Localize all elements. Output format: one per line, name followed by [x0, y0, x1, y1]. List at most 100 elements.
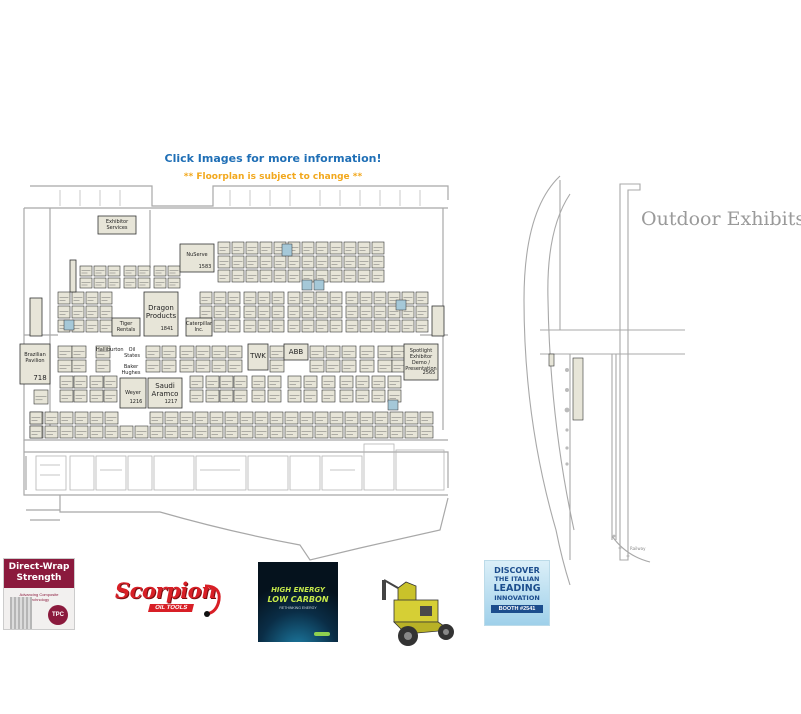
booth[interactable]: [271, 291, 285, 305]
booth[interactable]: [359, 319, 373, 333]
booth[interactable]: [73, 375, 88, 389]
booth[interactable]: [195, 345, 211, 359]
booth[interactable]: [371, 255, 385, 269]
booth[interactable]: [373, 291, 387, 305]
booth[interactable]: [267, 375, 282, 389]
booth-abb[interactable]: [283, 343, 309, 361]
booth[interactable]: [103, 389, 118, 403]
booth[interactable]: [44, 425, 59, 439]
booth[interactable]: [284, 425, 299, 439]
booth[interactable]: [404, 411, 419, 425]
booth[interactable]: [357, 255, 371, 269]
exhibit-booths[interactable]: [29, 241, 434, 439]
booth[interactable]: [245, 255, 259, 269]
booth[interactable]: [74, 411, 89, 425]
booth[interactable]: [329, 305, 343, 319]
booth[interactable]: [251, 375, 266, 389]
booth[interactable]: [29, 425, 43, 439]
booth[interactable]: [243, 291, 257, 305]
booth[interactable]: [359, 411, 374, 425]
booth[interactable]: [273, 255, 287, 269]
italian-innovation-ad[interactable]: DISCOVER THE ITALIAN LEADING INNOVATION …: [484, 560, 550, 626]
booth[interactable]: [217, 241, 231, 255]
booth[interactable]: [243, 319, 257, 333]
booth[interactable]: [29, 411, 43, 425]
booth[interactable]: [85, 319, 99, 333]
booth[interactable]: [59, 411, 74, 425]
booth[interactable]: [321, 389, 336, 403]
booth[interactable]: [389, 411, 404, 425]
booth[interactable]: [415, 305, 429, 319]
booth-left-column[interactable]: [29, 297, 43, 337]
booth[interactable]: [343, 255, 357, 269]
booth[interactable]: [59, 425, 74, 439]
booth[interactable]: [145, 359, 161, 373]
booth[interactable]: [269, 359, 285, 373]
booth[interactable]: [401, 319, 415, 333]
booth[interactable]: [167, 277, 181, 289]
booth[interactable]: [343, 269, 357, 283]
booth[interactable]: [224, 425, 239, 439]
booth[interactable]: [179, 345, 195, 359]
booth[interactable]: [371, 269, 385, 283]
booth[interactable]: [329, 255, 343, 269]
booth[interactable]: [137, 265, 151, 277]
booth[interactable]: [254, 425, 269, 439]
booth[interactable]: [59, 389, 74, 403]
booth[interactable]: [374, 425, 389, 439]
booth[interactable]: [227, 305, 241, 319]
booth[interactable]: [145, 345, 161, 359]
booth[interactable]: [153, 277, 167, 289]
booth[interactable]: [74, 425, 89, 439]
booth[interactable]: [287, 319, 301, 333]
booth[interactable]: [344, 425, 359, 439]
booth[interactable]: [251, 389, 266, 403]
booth[interactable]: [404, 425, 419, 439]
booth[interactable]: [209, 411, 224, 425]
booth[interactable]: [123, 277, 137, 289]
booth[interactable]: [103, 375, 118, 389]
booth[interactable]: [359, 359, 375, 373]
booth[interactable]: [71, 359, 87, 373]
booth[interactable]: [85, 291, 99, 305]
booth[interactable]: [287, 375, 302, 389]
booth[interactable]: [219, 389, 234, 403]
booth[interactable]: [137, 277, 151, 289]
booth[interactable]: [287, 305, 301, 319]
booth[interactable]: [301, 255, 315, 269]
booth[interactable]: [269, 345, 285, 359]
booth[interactable]: [321, 375, 336, 389]
booth[interactable]: [224, 411, 239, 425]
booth[interactable]: [134, 425, 149, 439]
booth[interactable]: [99, 291, 113, 305]
booth-brazilian-pavilion[interactable]: [19, 343, 51, 385]
booth[interactable]: [205, 375, 220, 389]
booth[interactable]: [303, 375, 318, 389]
booth[interactable]: [359, 305, 373, 319]
booth[interactable]: [104, 411, 119, 425]
booth[interactable]: [149, 425, 164, 439]
booth[interactable]: [233, 389, 248, 403]
booth[interactable]: [373, 305, 387, 319]
booth[interactable]: [371, 241, 385, 255]
booth[interactable]: [301, 291, 315, 305]
booth[interactable]: [44, 411, 59, 425]
booth[interactable]: [355, 389, 370, 403]
booth[interactable]: [71, 291, 85, 305]
booth[interactable]: [79, 277, 93, 289]
booth[interactable]: [95, 359, 111, 373]
booth[interactable]: [329, 291, 343, 305]
booth[interactable]: [57, 305, 71, 319]
scorpion-oil-tools-ad[interactable]: Scorpion OIL TOOLS: [115, 578, 223, 628]
booth[interactable]: [233, 375, 248, 389]
booth-tall-left[interactable]: [69, 259, 77, 293]
booth[interactable]: [161, 345, 177, 359]
booth[interactable]: [179, 425, 194, 439]
booth[interactable]: [195, 359, 211, 373]
booth[interactable]: [343, 241, 357, 255]
booth[interactable]: [89, 375, 104, 389]
booth[interactable]: [217, 269, 231, 283]
booth[interactable]: [57, 345, 73, 359]
booth[interactable]: [273, 269, 287, 283]
booth[interactable]: [329, 269, 343, 283]
